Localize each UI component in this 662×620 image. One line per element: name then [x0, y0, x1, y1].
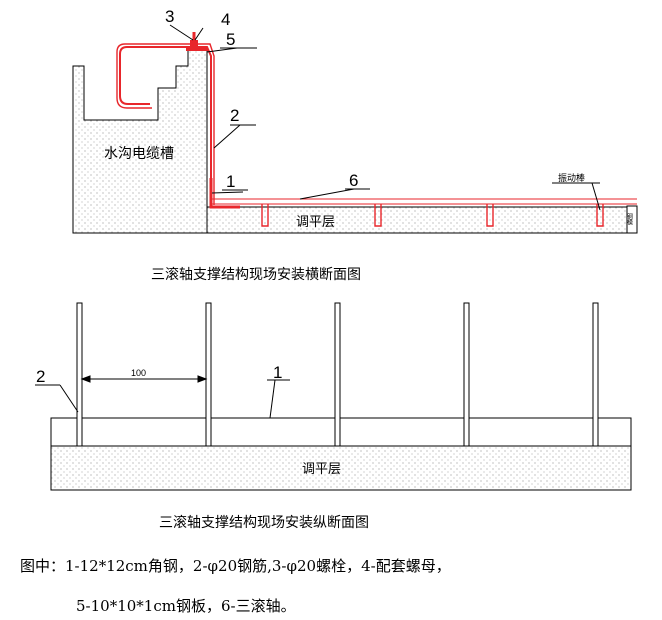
rebar [76, 302, 83, 447]
callout-3: 3 [165, 7, 174, 26]
vibrator-rod [261, 204, 269, 227]
rebar [334, 302, 341, 447]
callout-6: 6 [349, 171, 358, 190]
end-plate-label: 钢模 [626, 212, 633, 226]
leveling-layer-label-bottom: 调平层 [302, 462, 341, 477]
steel-plate [186, 48, 208, 51]
vibrator-label: 振动棒 [558, 172, 585, 184]
angle-steel-layer [50, 417, 632, 447]
cable-trench-structure [72, 49, 208, 234]
longitudinal-section-figure: 100 2 1 调平层 [35, 302, 632, 491]
dimension-label: 100 [131, 368, 146, 378]
rebar-hook-inner [116, 43, 215, 205]
callout-2: 2 [230, 106, 239, 125]
rebar-hook [119, 46, 212, 205]
leader-lines [169, 24, 601, 211]
steel-end-plate [626, 205, 638, 234]
cross-section-caption: 三滚轴支撑结构现场安装横断面图 [151, 267, 361, 283]
trench-label: 水沟电缆槽 [104, 146, 174, 162]
callout-1: 1 [226, 172, 235, 191]
callout-2-bottom: 2 [36, 367, 45, 386]
leveling-layer [206, 206, 638, 234]
callout-4: 4 [221, 10, 230, 29]
vertical-rebars [76, 302, 599, 447]
vibrator-rod [486, 204, 494, 227]
angle-steel [209, 178, 240, 209]
dimension-100 [80, 375, 208, 383]
leveling-layer-label: 调平层 [296, 215, 335, 230]
callout-5: 5 [226, 30, 235, 49]
longitudinal-caption: 三滚轴支撑结构现场安装纵断面图 [159, 515, 369, 531]
cross-section-figure: 3 4 5 2 1 6 水沟电缆槽 调平层 振动棒 钢模 [72, 7, 638, 234]
rebar [205, 302, 212, 447]
callout-1-bottom: 1 [273, 363, 282, 382]
vibrator-rod [596, 204, 604, 227]
vibrator-rod [374, 204, 382, 227]
vibrator-rods [261, 204, 604, 227]
legend-line-2: 5-10*10*1cm钢板，6-三滚轴。 [76, 597, 296, 615]
leveling-layer-longitudinal [50, 445, 632, 491]
rebar [592, 302, 599, 447]
legend-line-1: 图中：1-12*12cm角钢，2-φ20钢筋,3-φ20螺栓，4-配套螺母， [20, 557, 451, 575]
rebar [463, 302, 470, 447]
